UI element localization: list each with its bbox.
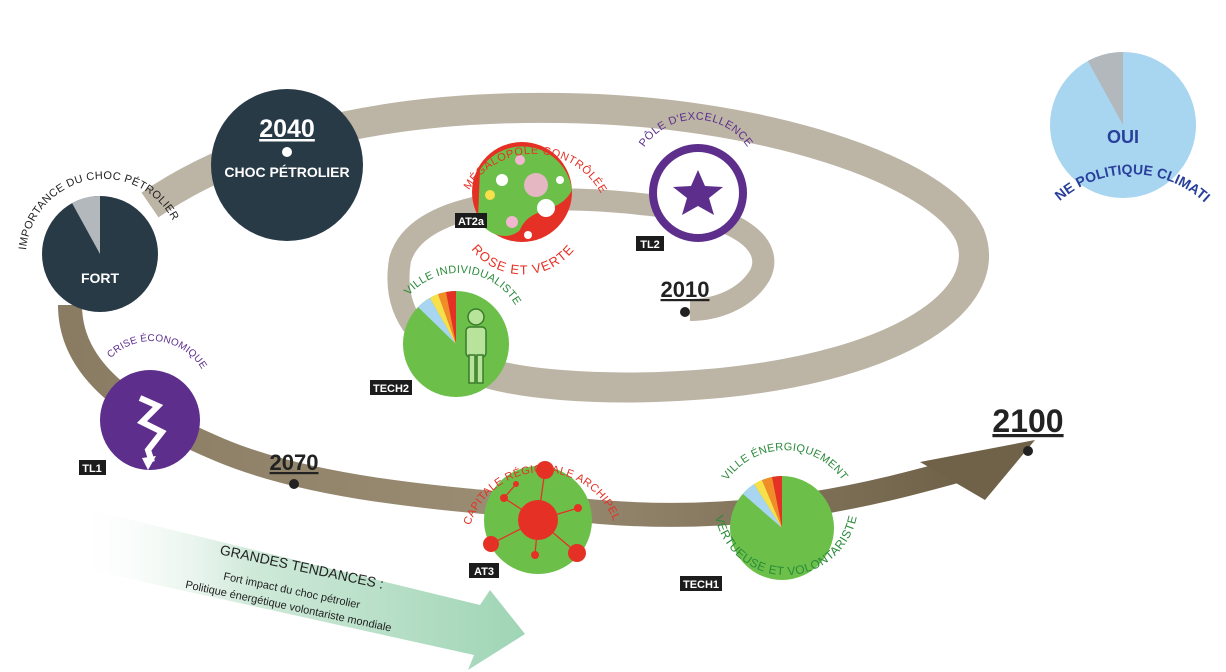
lightning-icon	[136, 395, 167, 463]
tech1-tag: TECH1	[683, 579, 719, 591]
importance-choc-pie: FORT IMPORTANCE DU CHOC PÉTROLIER	[17, 170, 181, 312]
tech1-pie-slice	[754, 480, 782, 528]
network-node	[568, 544, 586, 562]
tl2-tag-box	[636, 236, 664, 251]
at2a-bubble	[537, 199, 555, 217]
choc-petrolier-title: CHOC PÉTROLIER	[224, 164, 349, 180]
importance-value: FORT	[81, 270, 120, 286]
year-2100-label: 2100	[992, 403, 1063, 439]
importance-pie-gray-slice	[72, 196, 100, 254]
year-2100-dot	[1023, 446, 1033, 456]
at2a-green-part	[478, 146, 572, 236]
tech1-pie-slice	[762, 477, 782, 528]
tech2-tag-box	[370, 380, 412, 395]
tech2-pie-slice	[418, 298, 456, 344]
climat-value: OUI	[1107, 127, 1139, 147]
tech2-tag: TECH2	[373, 383, 409, 395]
trends-arrow	[70, 505, 525, 670]
tech1-pie-slice	[743, 484, 782, 528]
lightning-tip	[142, 456, 156, 470]
at2a-bubble	[556, 176, 564, 184]
year-2100: 2100	[992, 403, 1064, 456]
tl1-tag-box	[79, 460, 106, 475]
tl1-label: CRISE ÉCONOMIQUE	[105, 331, 208, 371]
choc-petrolier-circle	[211, 89, 363, 241]
at2a-tag: AT2a	[458, 216, 485, 228]
tech2-pie-slice	[430, 294, 456, 344]
network-node	[500, 494, 508, 502]
tl1-circle	[100, 370, 200, 470]
tech1-tag-box	[680, 576, 722, 591]
person-icon	[465, 308, 487, 384]
tl1-tag: TL1	[82, 463, 102, 475]
star-icon	[673, 170, 723, 215]
at2a-bubble	[485, 190, 495, 200]
network-node	[518, 500, 558, 540]
year-2070: 2070	[270, 450, 319, 489]
scenario-tl1: CRISE ÉCONOMIQUE TL1	[79, 331, 209, 475]
at2a-tag-box	[455, 213, 487, 228]
tech2-pie-slice	[438, 292, 456, 344]
network-node	[513, 481, 519, 487]
at3-tag: AT3	[474, 566, 494, 578]
year-2010-dot	[680, 307, 690, 317]
network-node	[531, 551, 539, 559]
year-2070-label: 2070	[270, 450, 319, 475]
at3-tag-box	[469, 563, 499, 578]
network-node	[483, 536, 499, 552]
at2a-bubble	[524, 173, 548, 197]
year-2070-dot	[289, 479, 299, 489]
network-node	[536, 461, 554, 479]
year-2010-label: 2010	[661, 277, 710, 302]
at2a-bubble	[515, 155, 525, 165]
year-2040-dot	[282, 147, 292, 157]
at2a-bubble	[506, 216, 518, 228]
tl2-tag: TL2	[640, 239, 660, 251]
year-2010: 2010	[661, 277, 710, 317]
tech2-pie-slice	[446, 291, 456, 344]
choc-petrolier-2040: 2040 CHOC PÉTROLIER	[211, 89, 363, 241]
at2a-bubble	[496, 174, 508, 186]
year-2040-label: 2040	[259, 115, 315, 143]
tech1-pie-slice	[772, 476, 782, 528]
climat-pie-gray-slice	[1087, 52, 1123, 125]
at2a-bubble	[524, 231, 532, 239]
network-node	[574, 504, 582, 512]
